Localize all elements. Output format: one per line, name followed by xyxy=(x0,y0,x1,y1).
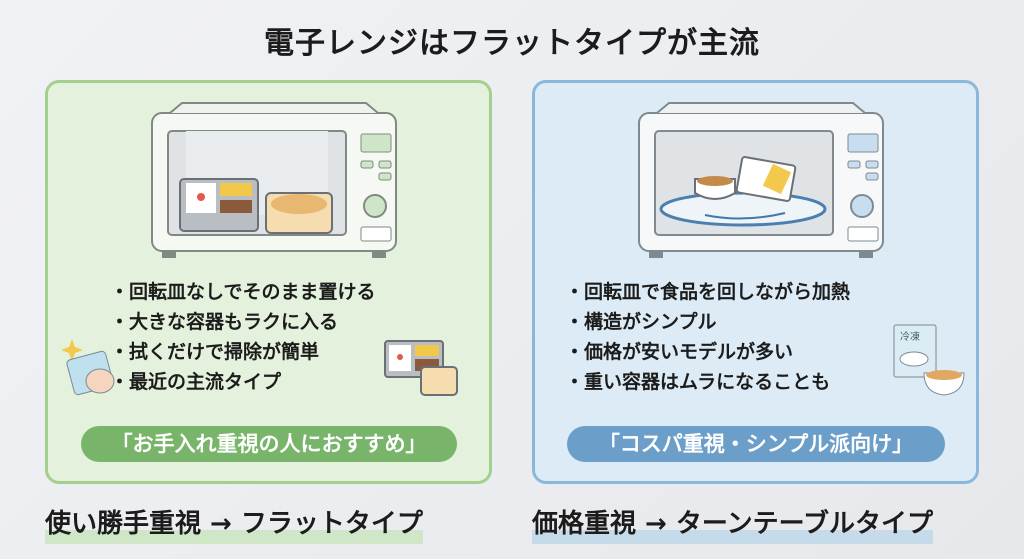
flat-type-panel: 回転皿なしでそのまま置ける 大きな容器もラクに入る 拭くだけで掃除が簡単 最近の… xyxy=(45,80,492,484)
list-item: 最近の主流タイプ xyxy=(110,367,375,397)
flat-conclusion-text: 使い勝手重視 → フラットタイプ xyxy=(45,509,423,539)
recommendation-badge: 「コスパ重視・シンプル派向け」 xyxy=(567,426,945,462)
list-item: 重い容器はムラになることも xyxy=(565,367,850,397)
bento-and-gratin-icon xyxy=(384,340,458,396)
list-item: 大きな容器もラクに入る xyxy=(110,307,375,337)
wiping-hand-icon xyxy=(62,339,115,396)
turntable-conclusion: 価格重視 → ターンテーブルタイプ xyxy=(532,503,934,544)
turntable-conclusion-text: 価格重視 → ターンテーブルタイプ xyxy=(532,509,934,539)
frozen-label: 冷凍 xyxy=(900,332,920,343)
flat-conclusion: 使い勝手重視 → フラットタイプ xyxy=(45,503,423,544)
list-item: 回転皿なしでそのまま置ける xyxy=(110,277,375,307)
list-item: 拭くだけで掃除が簡単 xyxy=(110,337,375,367)
recommendation-badge: 「お手入れ重視の人におすすめ」 xyxy=(81,426,457,462)
frozen-pack-and-soup-icon xyxy=(893,324,965,396)
list-item: 価格が安いモデルが多い xyxy=(565,337,850,367)
turntable-microwave-illustration xyxy=(638,102,884,258)
list-item: 構造がシンプル xyxy=(565,307,850,337)
flat-features-list: 回転皿なしでそのまま置ける 大きな容器もラクに入る 拭くだけで掃除が簡単 最近の… xyxy=(110,277,375,397)
frozen-food-icon: 冷凍 xyxy=(890,323,970,399)
list-item: 回転皿で食品を回しながら加熱 xyxy=(565,277,850,307)
turntable-features-list: 回転皿で食品を回しながら加熱 構造がシンプル 価格が安いモデルが多い 重い容器は… xyxy=(565,277,850,397)
turntable-type-panel: 回転皿で食品を回しながら加熱 構造がシンプル 価格が安いモデルが多い 重い容器は… xyxy=(532,80,979,484)
page-title: 電子レンジはフラットタイプが主流 xyxy=(264,26,760,61)
flat-microwave-illustration xyxy=(151,102,397,258)
